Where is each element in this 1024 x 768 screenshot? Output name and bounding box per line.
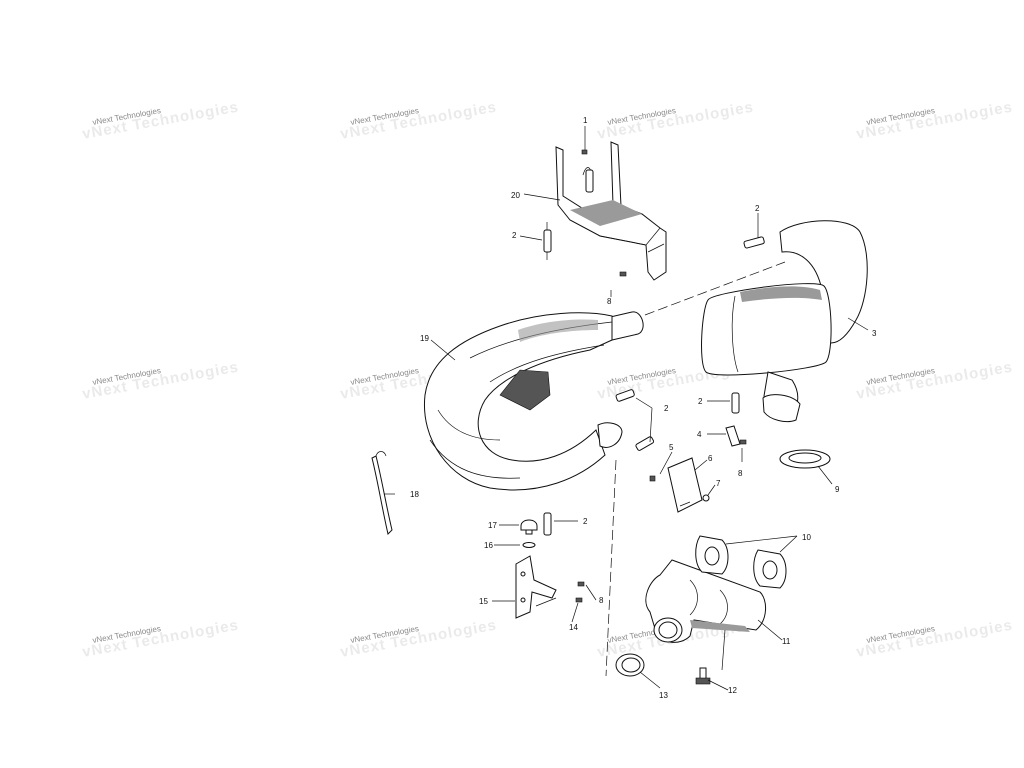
bolt-part-5 bbox=[649, 475, 656, 482]
muffler-part-3 bbox=[701, 220, 868, 423]
callout-13: 13 bbox=[659, 691, 668, 700]
callout-8: 8 bbox=[607, 297, 612, 306]
callout-19: 19 bbox=[420, 334, 429, 343]
callout-2: 2 bbox=[698, 397, 703, 406]
callout-2: 2 bbox=[512, 231, 517, 240]
leader-lines bbox=[384, 126, 869, 691]
flange-gasket-part-10 bbox=[695, 535, 787, 589]
callout-14: 14 bbox=[569, 623, 578, 632]
callout-3: 3 bbox=[872, 329, 877, 338]
spring-part-2 bbox=[585, 169, 594, 193]
callout-5: 5 bbox=[669, 443, 674, 452]
bracket-part-4 bbox=[725, 425, 741, 447]
expansion-chamber-part-19 bbox=[423, 311, 644, 491]
callout-6: 6 bbox=[708, 454, 713, 463]
callout-15: 15 bbox=[479, 597, 488, 606]
callout-1: 1 bbox=[583, 116, 588, 125]
callout-2: 2 bbox=[755, 204, 760, 213]
bolt-part-8 bbox=[577, 581, 585, 587]
callout-10: 10 bbox=[802, 533, 811, 542]
callout-8: 8 bbox=[738, 469, 743, 478]
bolt-part-8 bbox=[619, 271, 627, 277]
gasket-part-13 bbox=[615, 653, 645, 677]
callout-16: 16 bbox=[484, 541, 493, 550]
callout-11: 11 bbox=[782, 637, 791, 646]
assembly-guide-lines bbox=[605, 261, 786, 677]
callout-4: 4 bbox=[697, 430, 702, 439]
callout-9: 9 bbox=[835, 485, 840, 494]
grommet-part-17 bbox=[520, 519, 538, 535]
spring-part-2 bbox=[731, 392, 740, 414]
spring-part-2 bbox=[635, 436, 655, 451]
callout-labels: 1 20 2 2 8 3 19 2 2 4 5 6 7 8 9 18 17 2 … bbox=[410, 116, 877, 700]
heat-shield-part-6 bbox=[667, 457, 703, 513]
spring-hook-part-1 bbox=[581, 149, 588, 155]
bolt-part-8 bbox=[739, 439, 747, 445]
callout-8: 8 bbox=[599, 596, 604, 605]
callout-7: 7 bbox=[716, 479, 721, 488]
spring-part-2 bbox=[543, 222, 552, 260]
nut-part-7 bbox=[702, 494, 710, 502]
spring-part-2 bbox=[743, 236, 765, 249]
exhaust-manifold-part-11 bbox=[645, 559, 766, 643]
gasket-part-9 bbox=[779, 449, 831, 469]
spring-part-2 bbox=[615, 389, 635, 402]
callout-2: 2 bbox=[583, 517, 588, 526]
bolt-part-14 bbox=[575, 597, 583, 603]
callout-20: 20 bbox=[511, 191, 520, 200]
lower-bracket-part-15 bbox=[515, 555, 557, 619]
callout-18: 18 bbox=[410, 490, 419, 499]
bolt-part-12 bbox=[695, 667, 711, 685]
callout-12: 12 bbox=[728, 686, 737, 695]
strap-part-18 bbox=[371, 451, 393, 535]
spring-part-2 bbox=[543, 512, 552, 536]
callout-2: 2 bbox=[664, 404, 669, 413]
mounting-bracket-part-20 bbox=[555, 141, 667, 281]
callout-17: 17 bbox=[488, 521, 497, 530]
washer-part-16 bbox=[522, 542, 536, 548]
